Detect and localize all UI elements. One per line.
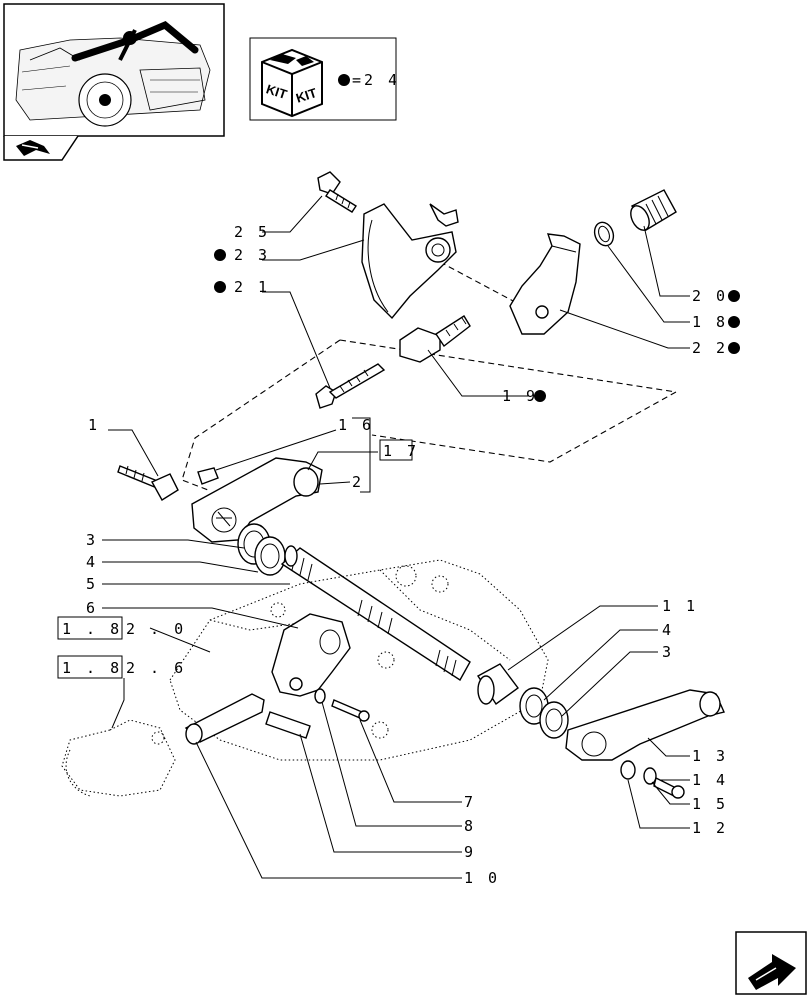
part-1-stud — [117, 465, 179, 501]
part-2-lever-arm — [191, 457, 323, 543]
svg-text:2 . 0: 2 . 0 — [126, 620, 186, 638]
callout-6: 6 — [86, 599, 98, 617]
next-page-arrow-icon[interactable] — [735, 931, 807, 995]
part-21-screw — [315, 363, 386, 409]
part-25-bolt — [317, 171, 357, 213]
callout-4-left: 4 — [86, 553, 98, 571]
kit-label-right: KIT — [294, 85, 319, 106]
kit-note-box: KIT KIT =2 4 — [249, 37, 400, 121]
bullet-marker — [214, 281, 226, 293]
part-11-bushing — [477, 663, 519, 706]
bullet-marker — [728, 316, 740, 328]
callout-14: 1 4 — [692, 771, 728, 789]
part-9-pin — [265, 711, 311, 739]
kit-box-icon: KIT KIT — [261, 48, 323, 118]
kit-note-text: =2 4 — [352, 71, 400, 89]
bullet-marker — [534, 390, 546, 402]
callout-9: 9 — [464, 843, 476, 861]
part-14-bolt — [653, 776, 685, 799]
part-6-lever-fork — [271, 613, 351, 697]
bullet-marker — [338, 74, 350, 86]
callout-3-left: 3 — [86, 531, 98, 549]
svg-text:1 . 8: 1 . 8 — [62, 620, 122, 638]
part-3-washer-right — [539, 701, 569, 739]
assembly-envelope-dashed — [181, 339, 678, 491]
callout-8: 8 — [464, 817, 476, 835]
tractor-location-thumbnail-icon[interactable] — [3, 3, 225, 161]
callout-labels: 2 5 2 3 2 1 2 0 1 8 2 2 1 9 1 1 6 1 7 2 … — [86, 223, 740, 887]
callout-4-right: 4 — [662, 621, 674, 639]
callout-19: 1 9 — [502, 387, 538, 405]
callout-2: 2 — [352, 473, 364, 491]
part-23-quadrant — [361, 203, 459, 320]
part-19-adjuster — [399, 315, 471, 363]
callout-10: 1 0 — [464, 869, 500, 887]
part-16-pin — [197, 467, 219, 485]
callout-12: 1 2 — [692, 819, 728, 837]
leader-lines — [102, 195, 690, 879]
bullet-marker — [214, 249, 226, 261]
callout-21: 2 1 — [234, 278, 270, 296]
part-22-bracket — [509, 233, 581, 335]
callout-15: 1 5 — [692, 795, 728, 813]
kit-label-left: KIT — [264, 81, 289, 102]
callout-22: 2 2 — [692, 339, 728, 357]
callout-25: 2 5 — [234, 223, 270, 241]
part-8-washer — [314, 688, 326, 704]
bullet-marker — [728, 290, 740, 302]
part-7-bolt — [331, 699, 370, 722]
callout-17: 1 7 — [383, 442, 419, 460]
svg-text:1 . 8: 1 . 8 — [62, 659, 122, 677]
callout-23: 2 3 — [234, 246, 270, 264]
callout-5: 5 — [86, 575, 98, 593]
reference-1820[interactable]: 1 . 8 2 . 0 — [57, 616, 186, 640]
svg-text:2 . 6: 2 . 6 — [126, 659, 186, 677]
part-13-lever-right — [565, 689, 725, 761]
callout-13: 1 3 — [692, 747, 728, 765]
part-20-knob — [630, 189, 677, 231]
callout-16: 1 6 — [338, 416, 374, 434]
callout-17-box — [379, 439, 413, 461]
back-arrow-tab-icon[interactable] — [16, 140, 50, 156]
bullet-marker — [728, 342, 740, 354]
callout-1: 1 — [88, 416, 100, 434]
part-12-washer — [620, 760, 636, 780]
reference-1826[interactable]: 1 . 8 2 . 6 — [57, 655, 186, 679]
part-5-splined-shaft — [280, 545, 471, 681]
callout-20: 2 0 — [692, 287, 728, 305]
part-18-circlip — [593, 221, 615, 247]
callout-3-right: 3 — [662, 643, 674, 661]
part-4-seal-left — [254, 536, 286, 576]
callout-7: 7 — [464, 793, 476, 811]
part-15-lockwasher — [643, 767, 657, 785]
part-10-handle — [184, 693, 265, 745]
callout-11: 1 1 — [662, 597, 698, 615]
callout-18: 1 8 — [692, 313, 728, 331]
